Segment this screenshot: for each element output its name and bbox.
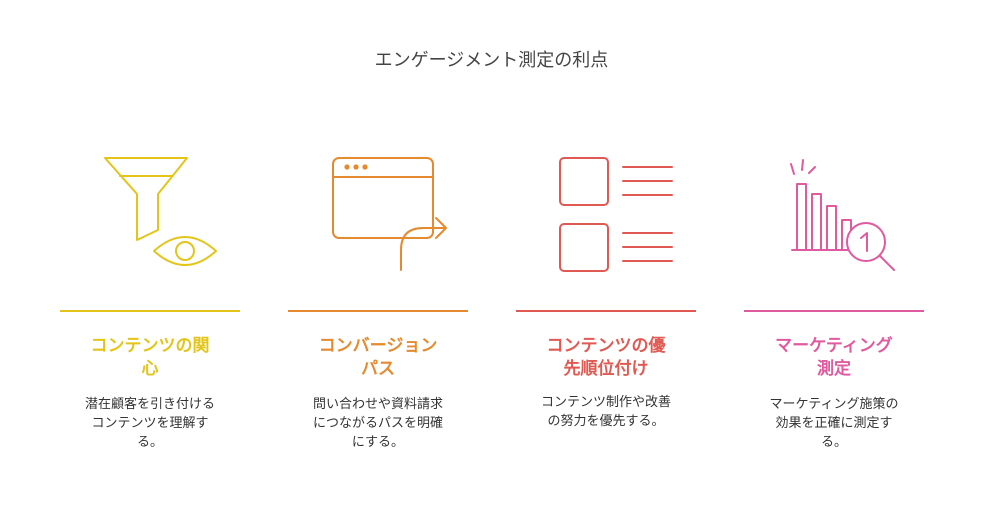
benefit-card-marketing-measurement: マーケティング 測定 マーケティング施策の 効果を正確に測定す る。	[744, 150, 924, 452]
benefit-card-content-priority: コンテンツの優 先順位付け コンテンツ制作や改善 の努力を優先する。	[516, 150, 696, 431]
card-heading: マーケティング 測定	[775, 336, 893, 379]
card-heading: コンテンツの優 先順位付け	[546, 336, 666, 379]
benefit-card-conversion-path: コンバージョン パス 問い合わせや資料請求 につながるパスを明確 にする。	[288, 150, 468, 452]
browser-redirect-icon	[332, 157, 447, 271]
chart-magnifier-icon	[790, 159, 895, 271]
divider-line	[744, 310, 924, 312]
card-heading: コンバージョン パス	[318, 336, 438, 379]
card-heading: コンテンツの関 心	[90, 336, 210, 379]
card-description: 潜在顧客を引き付ける コンテンツを理解す る。	[84, 397, 215, 450]
priority-list-icon	[559, 157, 673, 272]
benefit-card-content-interest: コンテンツの関 心 潜在顧客を引き付ける コンテンツを理解す る。	[60, 150, 240, 452]
card-description: 問い合わせや資料請求 につながるパスを明確 にする。	[312, 397, 443, 450]
card-description: マーケティング施策の 効果を正確に測定す る。	[769, 397, 899, 450]
divider-line	[60, 310, 240, 312]
funnel-eye-icon	[104, 157, 217, 266]
divider-line	[288, 310, 468, 312]
divider-line	[516, 310, 696, 312]
card-description: コンテンツ制作や改善 の努力を優先する。	[540, 395, 671, 429]
page-title: エンゲージメント測定の利点	[374, 50, 609, 71]
